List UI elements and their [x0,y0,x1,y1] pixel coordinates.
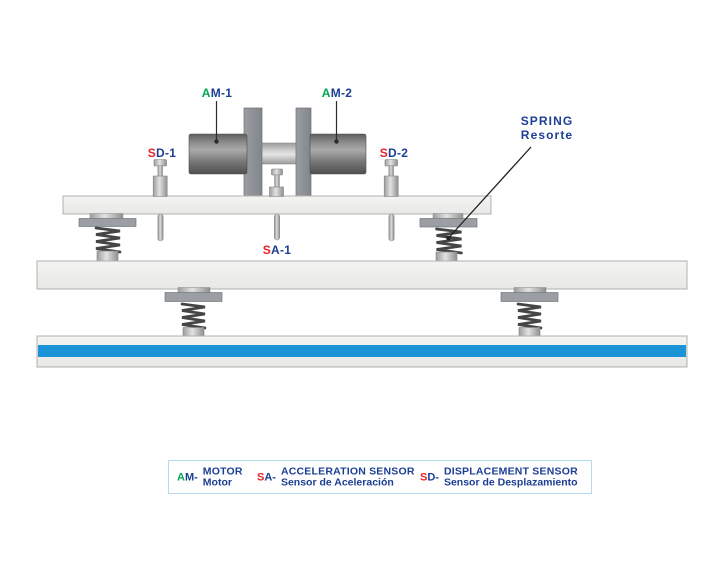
label-am1-prefix: A [201,86,211,100]
legend-item-motor: AM- MOTOR Motor [177,465,243,488]
legend-box: AM- MOTOR Motor SA- ACCELERATION SENSOR … [168,460,592,494]
sensor-body [383,175,399,197]
leader-dot-am2 [334,139,339,144]
label-sd1-rest: D-1 [156,146,177,160]
label-sd2-prefix: S [379,146,389,160]
sensor-body [269,186,284,197]
label-sd1-prefix: S [147,146,157,160]
spring-upper-right [419,213,478,263]
label-sa1: SA-1 [263,243,292,257]
label-sd1: SD-1 [148,146,177,160]
legend-motor-en: MOTOR [202,465,243,478]
label-spring-en: SPRING [520,114,574,128]
sensor-cap [271,168,283,176]
legend-text-motor: MOTOR Motor [202,465,243,488]
spring-lower-left [164,287,223,338]
spring-coil [516,302,543,330]
sensor-neck [274,174,280,188]
legend-acceleration-en: ACCELERATION SENSOR [280,465,415,478]
label-spring-es: Resorte [520,128,574,142]
legend-item-acceleration-sensor: SA- ACCELERATION SENSOR Sensor de Aceler… [257,465,415,488]
leader-dot-am1 [214,139,219,144]
sensor-body [152,175,168,197]
legend-prefix-sd: SD- [420,471,439,483]
label-am2-prefix: A [321,86,331,100]
leader-dot-spring [446,235,451,241]
sensor-cap [384,159,398,167]
legend-text-acceleration: ACCELERATION SENSOR Sensor de Aceleració… [280,465,415,488]
motor-am1-body [188,133,248,175]
label-sa1-prefix: S [262,243,272,257]
legend-prefix-sd-rest: D- [427,471,439,483]
legend-prefix-am-first: A [177,471,185,483]
motor-bracket-right [295,107,312,198]
sensor-probe-rod [157,213,164,242]
sensor-sa1 [269,168,284,241]
middle-plate [36,260,688,290]
legend-prefix-sa: SA- [257,471,276,483]
sensor-neck [157,165,163,177]
leader-line-spring [448,146,532,239]
label-am2-rest: M-2 [330,86,353,100]
legend-prefix-sa-first: S [257,471,265,483]
spring-bottom-cap [96,250,119,262]
label-sd2: SD-2 [380,146,409,160]
spring-flange [164,292,223,302]
sensor-sd2 [383,159,399,242]
legend-displacement-en: DISPLACEMENT SENSOR [443,465,578,478]
legend-text-displacement: DISPLACEMENT SENSOR Sensor de Desplazami… [443,465,578,488]
legend-prefix-am: AM- [177,471,198,483]
label-sd2-rest: D-2 [388,146,409,160]
label-am1-rest: M-1 [210,86,233,100]
spring-coil [94,226,122,254]
sensor-neck [388,165,394,177]
sensor-probe-rod [274,213,280,241]
legend-displacement-es: Sensor de Desplazamiento [443,476,578,488]
motor-am2-body [309,133,367,175]
legend-acceleration-es: Sensor de Aceleración [280,476,394,488]
spring-flange [78,218,137,227]
label-sa1-rest: A-1 [271,243,292,257]
spring-upper-left [78,213,137,262]
legend-prefix-sa-rest: A- [264,471,276,483]
label-am2: AM-2 [322,86,353,100]
base-blue-stripe [38,345,686,357]
spring-flange [419,218,478,228]
sensor-sd1 [152,159,168,242]
label-spring: SPRING Resorte [521,114,574,142]
spring-coil [180,302,207,330]
legend-item-displacement-sensor: SD- DISPLACEMENT SENSOR Sensor de Despla… [420,465,578,488]
legend-motor-es: Motor [202,476,232,488]
spring-lower-right [500,287,559,338]
label-am1: AM-1 [202,86,233,100]
legend-prefix-sd-first: S [420,471,428,483]
sensor-probe-rod [388,213,395,242]
spring-coil [435,227,463,255]
spring-flange [500,292,559,302]
leader-lines [214,101,532,241]
legend-prefix-am-rest: M- [184,471,198,483]
sensor-cap [153,159,167,167]
top-plate [62,195,492,215]
